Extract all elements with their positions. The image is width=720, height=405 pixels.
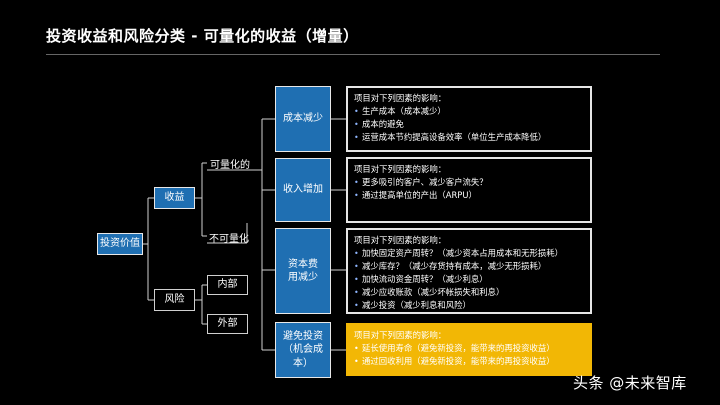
list-item-text: 减少投资（减少利息和风险）: [362, 300, 471, 310]
list-item-text: 通过提高单位的产出（ARPU）: [362, 190, 477, 200]
category-label: 避免投资（机会成本）: [283, 330, 323, 369]
list-item: •加快流动资金周转？（减少利息）: [354, 273, 584, 286]
income-label: 收益: [164, 192, 185, 204]
list-item-text: 通过回收利用（避免新投资，能带来的再投资收益）: [362, 356, 555, 366]
node-external: 外部: [207, 314, 248, 334]
node-risk: 风险: [154, 289, 195, 311]
list-item: •延长使用寿命（避免新投资，能带来的再投资收益）: [354, 342, 584, 355]
list-item: •通过提高单位的产出（ARPU）: [354, 189, 584, 202]
category-avoid-investment: 避免投资（机会成本）: [275, 322, 331, 378]
bullet-icon: •: [354, 120, 359, 129]
list-item-text: 加快流动资金周转？（减少利息）: [362, 274, 488, 284]
internal-label: 内部: [217, 279, 238, 291]
list-item-text: 生产成本（成本减少）: [362, 106, 446, 116]
list-item-text: 更多吸引的客户、减少客户流失？: [362, 177, 488, 187]
list-item: •更多吸引的客户、减少客户流失？: [354, 176, 584, 189]
node-internal: 内部: [207, 275, 248, 295]
list-item-text: 加快固定资产周转？（减少资本占用成本和无形损耗）: [362, 248, 563, 258]
bullet-icon: •: [354, 133, 359, 142]
desc-cost-reduction: 项目对下列因素的影响： •生产成本（成本减少） •成本的避免 •运营成本节约提高…: [346, 86, 592, 152]
list-item: •通过回收利用（避免新投资，能带来的再投资收益）: [354, 355, 584, 368]
list-item-text: 减少库存？（减少存货持有成本，减少无形损耗）: [362, 261, 547, 271]
watermark: 头条 @未来智库: [573, 374, 687, 392]
root-node-investment-value: 投资价值: [97, 233, 143, 255]
desc-list: •延长使用寿命（避免新投资，能带来的再投资收益） •通过回收利用（避免新投资，能…: [354, 342, 584, 368]
desc-list: •更多吸引的客户、减少客户流失？ •通过提高单位的产出（ARPU）: [354, 176, 584, 202]
desc-heading: 项目对下列因素的影响：: [354, 330, 447, 340]
root-label: 投资价值: [100, 238, 140, 250]
desc-list: •加快固定资产周转？（减少资本占用成本和无形损耗） •减少库存？（减少存货持有成…: [354, 247, 584, 312]
category-cost-reduction: 成本减少: [275, 86, 331, 152]
desc-list: •生产成本（成本减少） •成本的避免 •运营成本节约提高设备效率（单位生产成本降…: [354, 105, 584, 144]
title-divider: [46, 54, 660, 55]
list-item: •减少库存？（减少存货持有成本，减少无形损耗）: [354, 260, 584, 273]
desc-heading: 项目对下列因素的影响：: [354, 164, 447, 174]
bullet-icon: •: [354, 357, 359, 366]
bullet-icon: •: [354, 344, 359, 353]
bullet-icon: •: [354, 262, 359, 271]
list-item-text: 减少应收账款（减少坏帐损失和利息）: [362, 287, 505, 297]
list-item: •运营成本节约提高设备效率（单位生产成本降低）: [354, 131, 584, 144]
external-label: 外部: [217, 318, 238, 330]
node-non-quantifiable: 不可量化: [209, 234, 249, 245]
list-item: •成本的避免: [354, 118, 584, 131]
desc-revenue-increase: 项目对下列因素的影响： •更多吸引的客户、减少客户流失？ •通过提高单位的产出（…: [346, 157, 592, 223]
list-item-text: 成本的避免: [362, 119, 404, 129]
desc-capex-reduction: 项目对下列因素的影响： •加快固定资产周转？（减少资本占用成本和无形损耗） •减…: [346, 228, 592, 314]
desc-heading: 项目对下列因素的影响：: [354, 93, 447, 103]
category-label: 资本费用减少: [288, 258, 318, 284]
risk-label: 风险: [164, 294, 185, 306]
node-income: 收益: [154, 187, 195, 209]
category-label: 成本减少: [283, 113, 323, 125]
category-label: 收入增加: [283, 184, 323, 196]
category-revenue-increase: 收入增加: [275, 158, 331, 222]
list-item: •加快固定资产周转？（减少资本占用成本和无形损耗）: [354, 247, 584, 260]
node-quantifiable: 可量化的: [210, 160, 250, 171]
category-capex-reduction: 资本费用减少: [275, 228, 331, 314]
list-item-text: 运营成本节约提高设备效率（单位生产成本降低）: [362, 132, 547, 142]
bullet-icon: •: [354, 275, 359, 284]
desc-avoid-investment: 项目对下列因素的影响： •延长使用寿命（避免新投资，能带来的再投资收益） •通过…: [346, 323, 592, 376]
list-item: •减少投资（减少利息和风险）: [354, 299, 584, 312]
list-item: •减少应收账款（减少坏帐损失和利息）: [354, 286, 584, 299]
list-item-text: 延长使用寿命（避免新投资，能带来的再投资收益）: [362, 343, 555, 353]
bullet-icon: •: [354, 178, 359, 187]
desc-heading: 项目对下列因素的影响：: [354, 235, 447, 245]
bullet-icon: •: [354, 191, 359, 200]
bullet-icon: •: [354, 249, 359, 258]
page-title: 投资收益和风险分类 - 可量化的收益（增量）: [46, 27, 359, 45]
bullet-icon: •: [354, 301, 359, 310]
list-item: •生产成本（成本减少）: [354, 105, 584, 118]
bullet-icon: •: [354, 288, 359, 297]
bullet-icon: •: [354, 107, 359, 116]
